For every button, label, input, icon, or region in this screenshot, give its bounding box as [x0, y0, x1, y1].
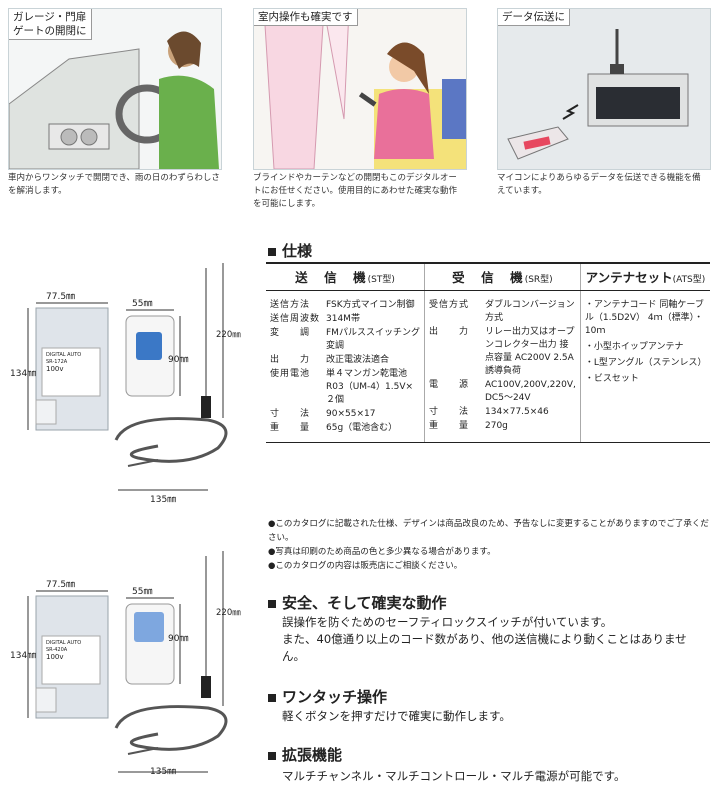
illustration-data: 123 1789 456 145 890 123 データ伝送に [497, 8, 711, 170]
panel-caption: マイコンによりあらゆるデータを伝送できる機能を備えています。 [497, 173, 701, 196]
dim-transmitter-width: 55㎜ [132, 587, 153, 597]
panel-label: 室内操作も確実です [254, 9, 358, 26]
dim-cable-length: 135㎜ [150, 495, 177, 505]
product-photo-1: 77.5㎜ 55㎜ 220㎜ 90㎜ 134㎜ 135㎜ DIGITAL AUT… [8, 248, 243, 505]
product-set-photo [27, 263, 228, 491]
woman-curtain-illustration [254, 9, 466, 169]
panel-caption: ブラインドやカーテンなどの開閉もこのデジタルオートにお任せください。使用目的にあ… [253, 173, 458, 209]
col-receiver: 受 信 機(SR型) [424, 262, 581, 291]
square-bullet-icon [268, 693, 276, 702]
panel-caption: 車内からワンタッチで開閉でき、雨の日のわずらわしさを解消します。 [8, 173, 220, 196]
receiver-display-illustration [498, 9, 710, 169]
dim-transmitter-height: 90㎜ [168, 634, 189, 644]
note-item: ●このカタログの内容は販売店にご相談ください。 [268, 561, 463, 571]
panel-label: ガレージ・門扉 ゲートの開閉に [9, 9, 92, 40]
dim-receiver-width: 77.5㎜ [46, 292, 76, 302]
panel-label: データ伝送に [498, 9, 570, 26]
dim-receiver-height: 134㎜ [10, 651, 37, 661]
section-title-expansion: 拡張機能 [268, 744, 342, 765]
note-item: ●このカタログに記載された仕様、デザインは商品改良のため、予告なしに変更すること… [268, 519, 709, 543]
notes: ●このカタログに記載された仕様、デザインは商品改良のため、予告なしに変更すること… [268, 517, 713, 573]
receiver-specs: 受信方式ダブルコンバージョン方式 出 力リレー出力又はオープンコレクター出力 接… [424, 290, 581, 443]
col-antenna: アンテナセット(ATS型) [579, 262, 710, 291]
car-driver-illustration [9, 9, 221, 169]
dim-transmitter-height: 90㎜ [168, 355, 189, 365]
product-photo-2: 77.5㎜ 55㎜ 220㎜ 90㎜ 134㎜ 135㎜ DIGITAL AUT… [8, 536, 243, 791]
illustration-garage: ガレージ・門扉 ゲートの開閉に [8, 8, 222, 170]
section-body-safety: 誤操作を防ぐためのセーフティロックスイッチが付いています。 また、40億通り以上… [282, 615, 687, 663]
dim-receiver-width: 77.5㎜ [46, 580, 76, 590]
product-set-photo [27, 551, 228, 773]
dim-receiver-height: 134㎜ [10, 369, 37, 379]
section-title-safety: 安全、そして確実な動作 [268, 592, 447, 613]
spec-heading: 仕様 [268, 240, 312, 261]
section-title-one-touch: ワンタッチ操作 [268, 686, 387, 707]
col-transmitter: 送 信 機(ST型) [266, 262, 425, 291]
square-bullet-icon [268, 247, 276, 256]
section-body-one-touch: 軽くボタンを押すだけで確実に動作します。 [282, 709, 511, 723]
dim-antenna-height: 220㎜ [216, 608, 241, 618]
dim-cable-length: 135㎜ [150, 767, 177, 777]
dim-transmitter-width: 55㎜ [132, 299, 153, 309]
square-bullet-icon [268, 599, 276, 608]
dim-antenna-height: 220㎜ [216, 330, 241, 340]
square-bullet-icon [268, 751, 276, 760]
note-item: ●写真は印刷のため商品の色と多少異なる場合があります。 [268, 547, 496, 557]
section-body-expansion: マルチチャンネル・マルチコントロール・マルチ電源が可能です。 [282, 769, 626, 783]
antenna-specs: ・アンテナコード 同軸ケーブル（1.5D2V） 4ｍ（標準）・10ｍ ・小型ホイ… [579, 290, 710, 443]
spec-table: 送 信 機(ST型) 受 信 機(SR型) アンテナセット(ATS型) 送信方法… [266, 262, 710, 443]
illustration-indoor: 室内操作も確実です [253, 8, 467, 170]
